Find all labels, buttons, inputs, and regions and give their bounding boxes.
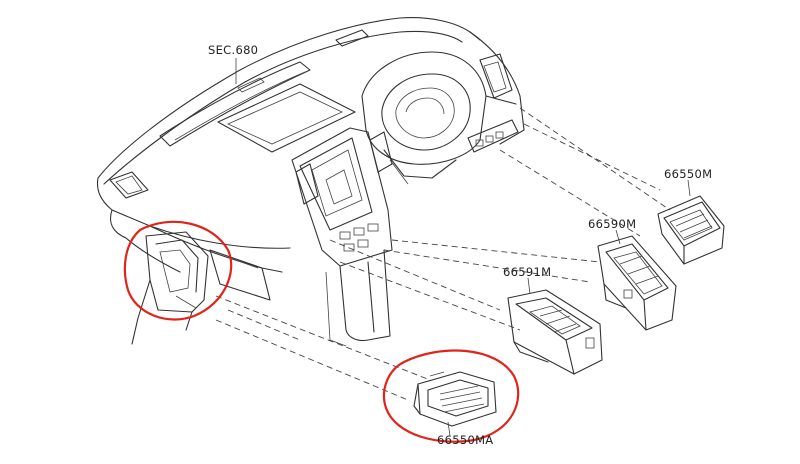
leader-lines (215, 107, 671, 401)
label-66591M: 66591M (503, 265, 551, 279)
left-side-vent (131, 231, 209, 345)
label-sec-680: SEC.680 (208, 43, 258, 57)
label-66550M: 66550M (664, 167, 712, 181)
part-66550MA-vent (413, 371, 497, 427)
part-66591M-vent (507, 289, 603, 375)
leader-66591M (527, 277, 531, 295)
dashboard-assembly (96, 17, 525, 347)
leader-66590M (615, 229, 621, 245)
part-66590M-vent (597, 235, 677, 331)
label-66550MA: 66550MA (437, 433, 493, 447)
highlight-circle-66550MA (382, 349, 520, 443)
leader-66550MA (447, 421, 451, 437)
part-66550M-vent (657, 195, 725, 265)
label-66590M: 66590M (588, 217, 636, 231)
leader-66550M (687, 179, 691, 197)
highlight-circle-left-vent (123, 220, 233, 321)
